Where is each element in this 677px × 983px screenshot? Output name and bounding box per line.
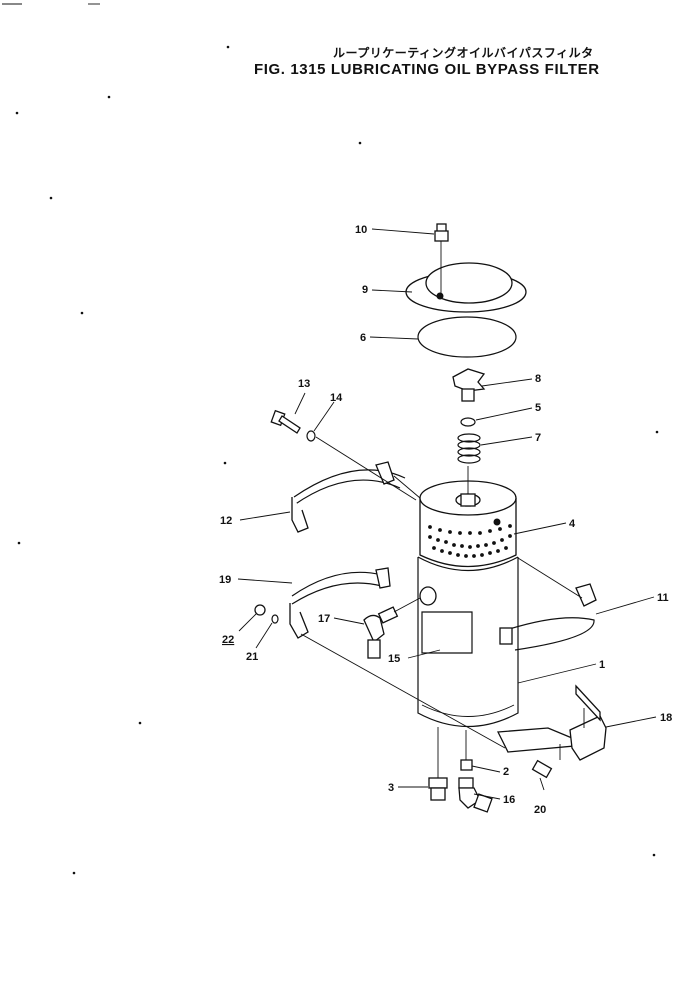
- part-15-nameplate: [421, 611, 473, 654]
- callout-8: 8: [535, 373, 541, 385]
- part-21-washer: [271, 614, 279, 624]
- callout-21: 21: [246, 651, 258, 663]
- callout-19: 19: [219, 574, 231, 586]
- part-7-spring: [457, 433, 481, 464]
- callout-6: 6: [360, 332, 366, 344]
- callout-9: 9: [362, 284, 368, 296]
- callout-22: 22: [222, 634, 234, 646]
- part-11-right-band: [499, 557, 597, 651]
- part-5-ring: [460, 417, 476, 427]
- part-9-cover: [405, 241, 527, 313]
- callout-10: 10: [355, 224, 367, 236]
- part-10-fitting: [434, 223, 449, 242]
- part-12-upper-band: [291, 461, 421, 533]
- callout-1: 1: [599, 659, 605, 671]
- leader-lines: [237, 228, 657, 800]
- part-2-plug: [460, 759, 473, 771]
- assembly-line: [315, 436, 417, 501]
- part-18-bracket: [496, 684, 607, 761]
- part-8-handle: [452, 368, 486, 402]
- part-1-housing: [417, 556, 519, 790]
- callout-7: 7: [535, 432, 541, 444]
- figure-title: FIG. 1315 LUBRICATING OIL BYPASS FILTER: [254, 61, 600, 78]
- part-20-bolt: [531, 759, 553, 791]
- callout-12: 12: [220, 515, 232, 527]
- scan-dots: [15, 45, 659, 875]
- callout-5: 5: [535, 402, 541, 414]
- figure-title-japanese: ループリケーティングオイルバイパスフィルタ: [333, 46, 594, 60]
- part-4-filter-element: [419, 466, 517, 568]
- callout-15: 15: [388, 653, 400, 665]
- part-19-lower-band: [289, 567, 506, 749]
- callout-3: 3: [388, 782, 394, 794]
- part-22-nut: [254, 604, 266, 616]
- part-17-elbow: [363, 597, 421, 659]
- part-6-o-ring: [417, 316, 517, 358]
- part-3-fitting: [428, 777, 448, 801]
- part-16-elbow-fitting: [458, 777, 493, 813]
- part-14-washer: [306, 430, 316, 442]
- callout-11: 11: [657, 592, 669, 604]
- callout-18: 18: [660, 712, 672, 724]
- callout-2: 2: [503, 766, 509, 778]
- callout-17: 17: [318, 613, 330, 625]
- callout-4: 4: [569, 518, 576, 530]
- part-13-bolt: [270, 409, 301, 434]
- callout-13: 13: [298, 378, 310, 390]
- callout-16: 16: [503, 794, 515, 806]
- callout-14: 14: [330, 392, 343, 404]
- callout-20: 20: [534, 804, 546, 816]
